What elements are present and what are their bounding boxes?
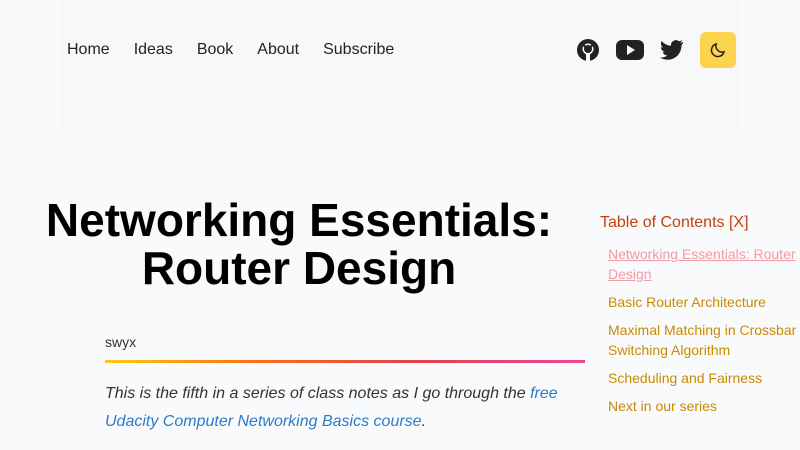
gradient-divider [105,360,585,363]
nav-ideas[interactable]: Ideas [133,41,173,58]
top-nav: Home Ideas Book About Subscribe [60,0,740,132]
author-name: swyx [105,334,137,350]
nav-subscribe[interactable]: Subscribe [323,41,395,58]
nav-about[interactable]: About [257,41,300,58]
udacity-course-link[interactable]: free Udacity Computer Networking Basics … [105,385,558,430]
toc-item[interactable]: Scheduling and Fairness [608,370,763,386]
toc-toggle[interactable]: Table of Contents [X] [600,214,749,231]
toc-item[interactable]: Next in our series [608,398,717,414]
intro-paragraph: This is the fifth in a series of class n… [105,385,558,430]
toc-item[interactable]: Networking Essentials: Router Design [608,246,796,282]
twitter-icon[interactable] [660,40,684,60]
youtube-icon[interactable] [616,40,644,60]
table-of-contents: Table of Contents [X] Networking Essenti… [596,206,800,450]
moon-icon [710,42,726,58]
nav-book[interactable]: Book [196,41,234,58]
nav-home[interactable]: Home [67,41,110,58]
page-title: Networking Essentials: Router Design [45,194,553,294]
github-icon[interactable] [576,38,600,62]
toc-item[interactable]: Maximal Matching in Crossbar Switching A… [608,322,797,358]
dark-mode-toggle[interactable] [700,32,736,68]
toc-item[interactable]: Basic Router Architecture [608,294,766,310]
